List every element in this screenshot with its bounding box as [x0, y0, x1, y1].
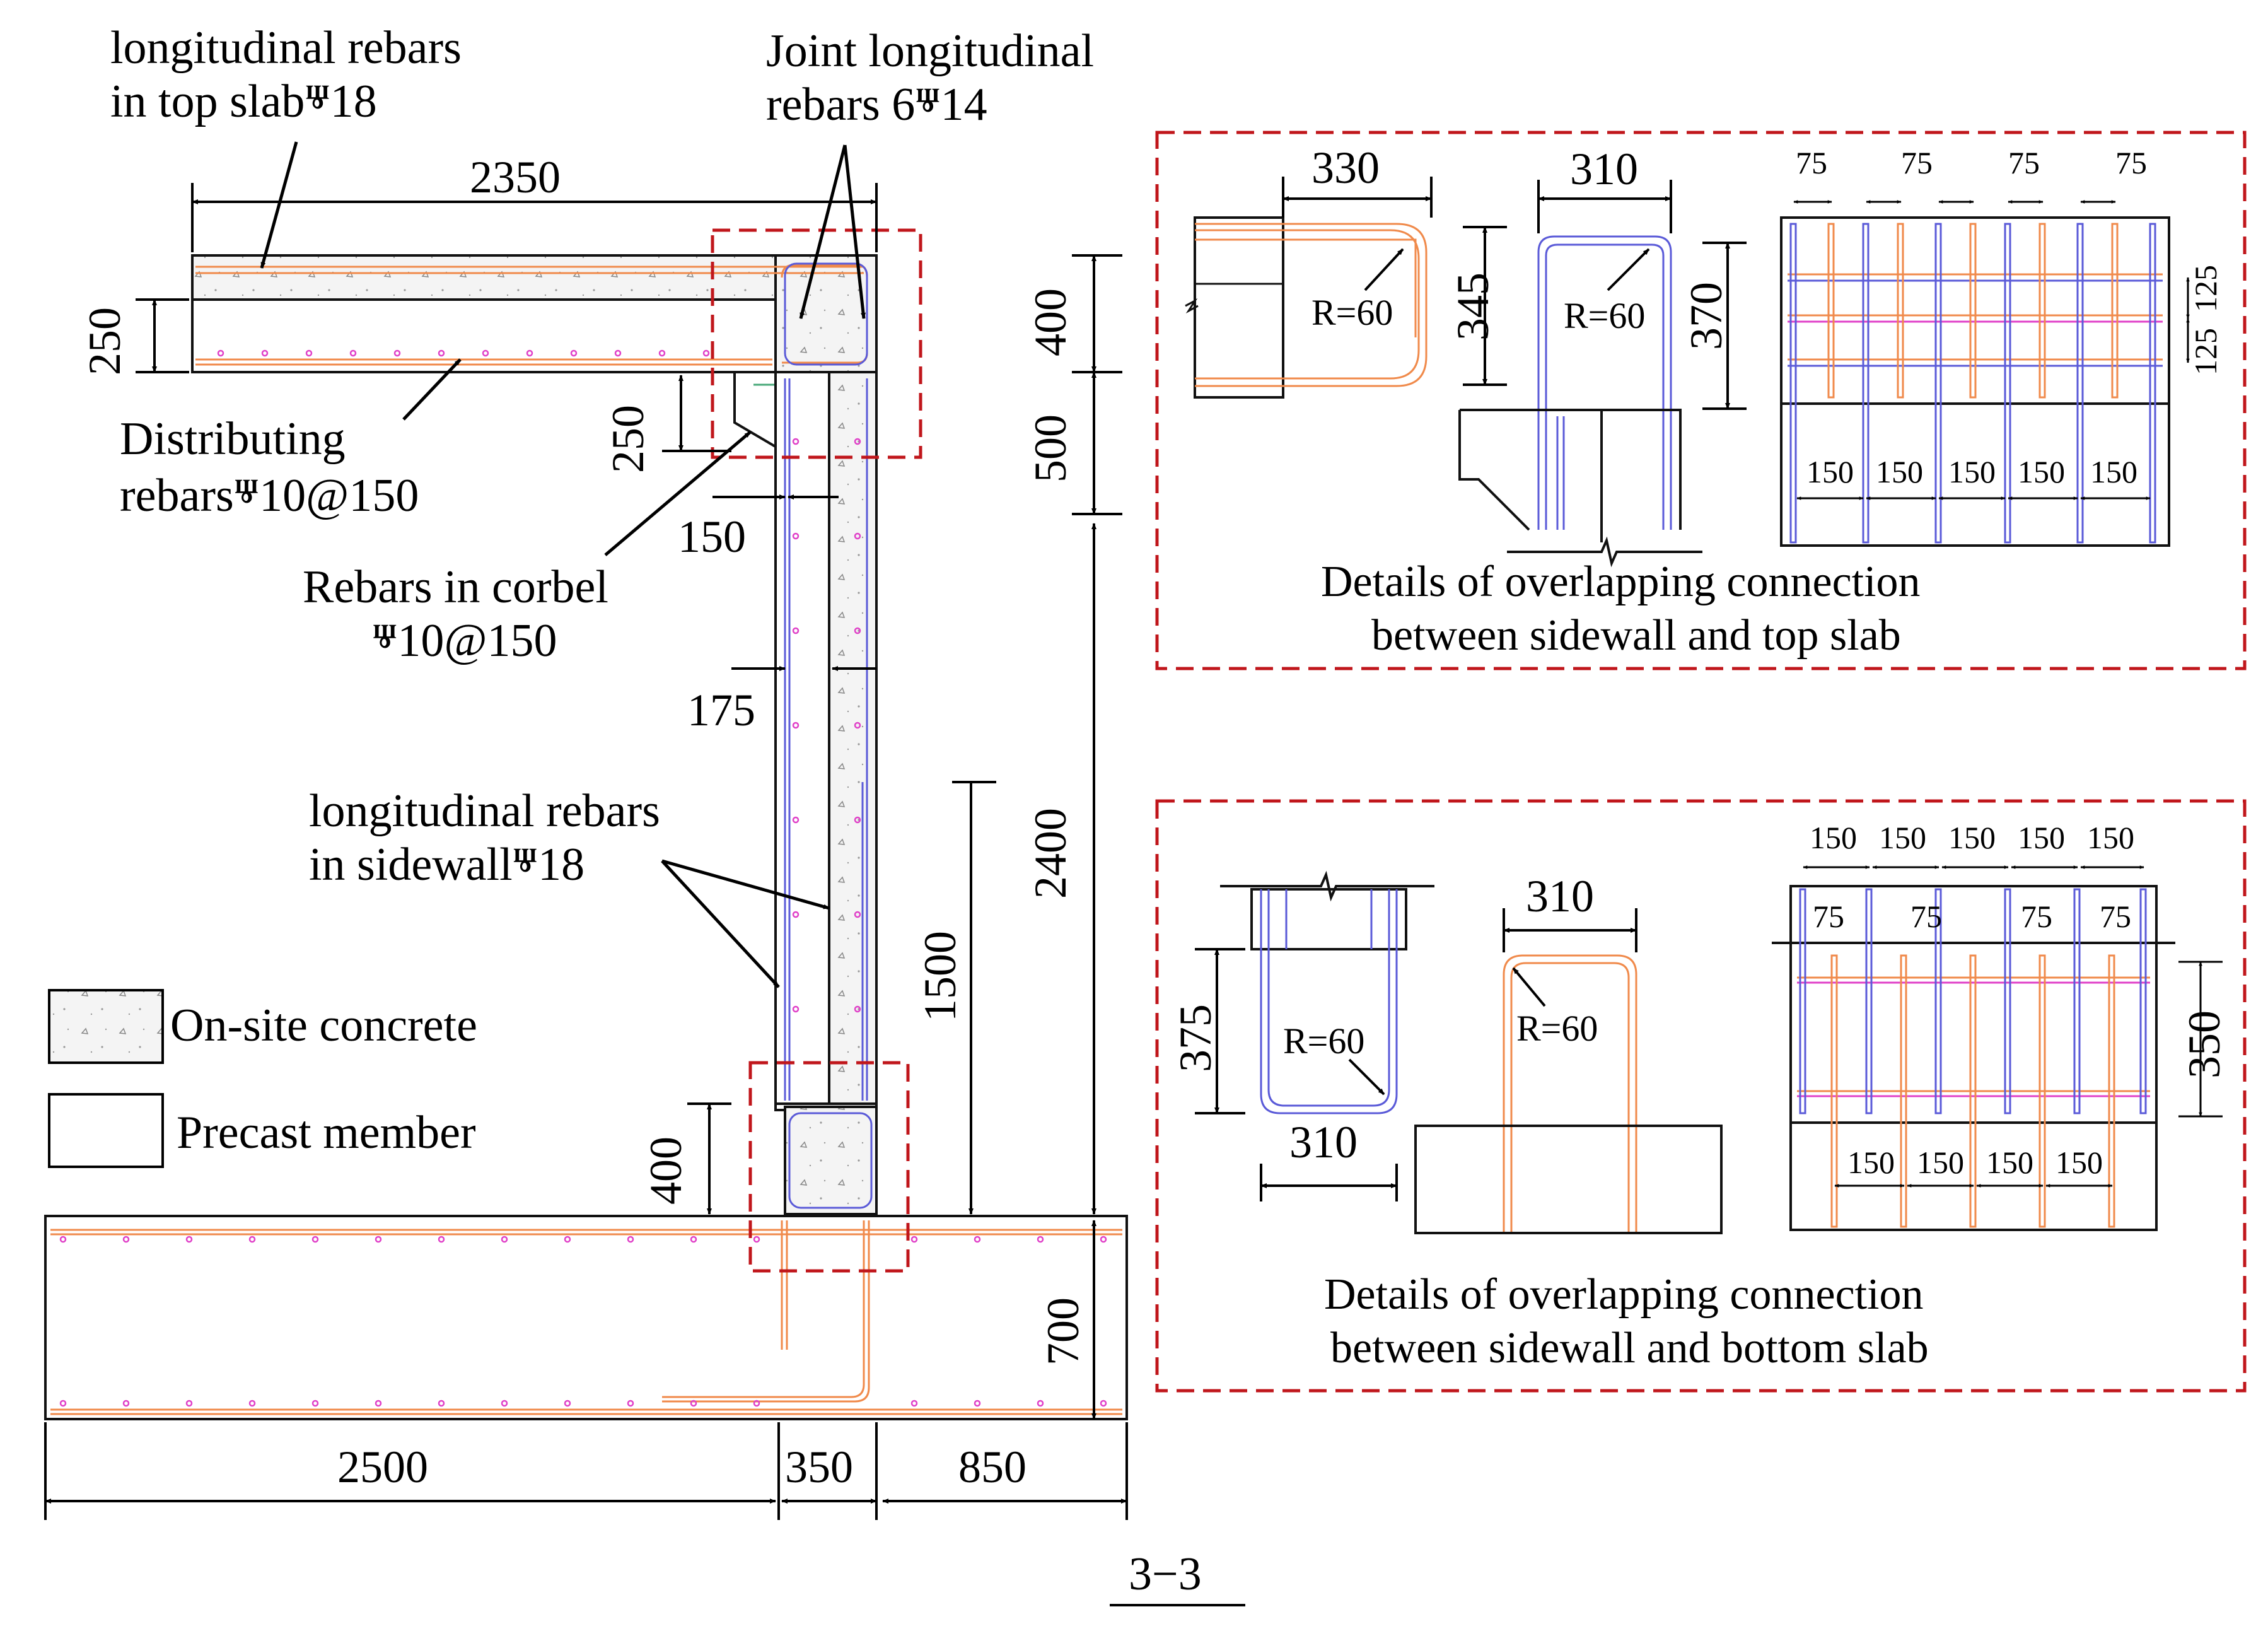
db-sp-top-1: 150 [1810, 820, 1857, 855]
dim-wall-inner: 175 [687, 685, 755, 735]
corbel-spec: ⱋ10@150 [372, 615, 557, 667]
dim-corbel-height: 250 [603, 405, 653, 473]
dim-base-thickness: 700 [1038, 1297, 1088, 1365]
distributing-label-1: Distributing [120, 413, 346, 465]
db-r60-2: R=60 [1516, 1008, 1598, 1049]
legend-onsite-swatch [48, 989, 164, 1064]
leaders [260, 141, 866, 988]
dim-base-left: 2500 [337, 1442, 428, 1492]
main-dim-texts: 2350 250 250 150 175 400 500 2400 1500 4… [79, 152, 1088, 1492]
db-sp-bot-2: 150 [1917, 1145, 1964, 1180]
detail-bottom-panel: 375 R=60 310 310 R=60 [1155, 799, 2247, 1393]
db-sp-bot-3: 150 [1986, 1145, 2033, 1180]
dim-joint-top: 400 [1025, 288, 1076, 356]
distribution-dots [59, 349, 1107, 1407]
dim-corbel-width: 150 [678, 512, 746, 562]
top-slab-onsite [191, 254, 777, 301]
dt-r60-2: R=60 [1564, 295, 1645, 336]
dim-top-width: 2350 [470, 152, 561, 202]
dt-dim-345: 345 [1448, 272, 1498, 341]
svg-text:in top slabⱋ18: in top slabⱋ18 [110, 76, 377, 127]
db-r60-1: R=60 [1283, 1020, 1364, 1061]
sidewall-rebar-label-1: longitudinal rebars [309, 785, 660, 837]
dt-sp-top-2: 75 [1901, 145, 1933, 180]
legend-precast-swatch [48, 1093, 164, 1168]
dt-dim-330: 330 [1311, 143, 1380, 193]
sidewall-rebar-spec: ⱋ18 [513, 839, 584, 891]
dim-wall-height: 2400 [1025, 808, 1076, 899]
detail-top-panel: 330 R=60 345 310 R=60 370 [1155, 131, 2247, 670]
bottom-joint [784, 1106, 878, 1215]
joint-frames [711, 228, 922, 1273]
detail-bottom-frame [1155, 799, 2247, 1393]
dt-sp-bot-2: 150 [1876, 454, 1923, 489]
db-sp-bot-1: 150 [1847, 1145, 1895, 1180]
dt-sp-top-1: 75 [1796, 145, 1827, 180]
sidewall-rebar-label-2: in sidewall [309, 839, 513, 891]
joint-rebar-spec: ⱋ14 [915, 79, 987, 131]
dt-sp-side-2: 125 [2188, 328, 2223, 375]
corbel-label-1: Rebars in corbel [303, 561, 608, 613]
dt-sp-top-4: 75 [2115, 145, 2147, 180]
detail-top-caption-1: Details of overlapping connection [1321, 558, 1921, 606]
section-label: 3−3 [1129, 1548, 1202, 1600]
top-slab-rebar-label-2: in top slab [110, 76, 305, 127]
main-rebars [50, 262, 1122, 1415]
dim-slab-thickness: 250 [79, 307, 130, 375]
svg-text:in sidewallⱋ18: in sidewallⱋ18 [309, 839, 584, 891]
dt-sp-bot-1: 150 [1806, 454, 1854, 489]
main-dimensions [44, 183, 1128, 1520]
dim-wall-top: 500 [1025, 414, 1076, 482]
dt-r60-1: R=60 [1311, 292, 1393, 333]
svg-text:rebars 6ⱋ14: rebars 6ⱋ14 [766, 79, 987, 131]
detail-top-frame [1155, 131, 2247, 670]
sidewall-onsite [828, 371, 878, 1105]
joint-rebar-label-1: Joint longitudinal [766, 25, 1094, 77]
db-dim-375: 375 [1170, 1004, 1221, 1072]
dt-sp-top-3: 75 [2008, 145, 2040, 180]
dim-base-mid: 350 [785, 1442, 853, 1492]
db-dim-310-b: 310 [1526, 871, 1594, 921]
main-labels: longitudinal rebars in top slabⱋ18 Joint… [110, 22, 1094, 891]
db-sp-top-5: 150 [2087, 820, 2134, 855]
base-slab [44, 1215, 1128, 1420]
db-sp-mid-1: 75 [1813, 899, 1844, 934]
dt-sp-bot-5: 150 [2090, 454, 2137, 489]
detail-bottom-caption-2: between sidewall and bottom slab [1330, 1324, 1929, 1372]
legend-precast-label: Precast member [177, 1107, 476, 1159]
db-sp-top-3: 150 [1948, 820, 1996, 855]
top-joint-frame [711, 228, 922, 459]
db-dim-310-a: 310 [1289, 1117, 1358, 1167]
distributing-label-2: rebars [120, 470, 234, 522]
dim-base-right: 850 [958, 1442, 1026, 1492]
db-sp-top-4: 150 [2018, 820, 2065, 855]
detail-bottom-caption-1: Details of overlapping connection [1324, 1270, 1924, 1319]
db-sp-top-2: 150 [1879, 820, 1926, 855]
dt-dim-370: 370 [1681, 282, 1731, 350]
db-dim-350: 350 [2179, 1010, 2230, 1079]
dt-sp-side-1: 125 [2188, 265, 2223, 312]
db-sp-mid-4: 75 [2100, 899, 2131, 934]
joint-rebar-label-2: rebars 6 [766, 79, 915, 131]
main-section [44, 254, 1128, 1420]
legend: On-site concrete Precast member [48, 989, 477, 1168]
distributing-spec: ⱋ10@150 [234, 470, 419, 522]
dim-wall-lap: 1500 [915, 931, 965, 1022]
db-sp-mid-3: 75 [2021, 899, 2052, 934]
top-slab-rebar-label-1: longitudinal rebars [110, 22, 462, 74]
dt-sp-bot-4: 150 [2018, 454, 2065, 489]
legend-onsite-label: On-site concrete [170, 1000, 477, 1051]
detail-top-caption-2: between sidewall and top slab [1371, 611, 1901, 660]
top-slab-rebar-spec: ⱋ18 [305, 76, 376, 127]
svg-text:rebarsⱋ10@150: rebarsⱋ10@150 [120, 470, 419, 522]
dt-dim-310: 310 [1570, 144, 1638, 194]
dim-joint-bottom: 400 [641, 1137, 691, 1205]
db-sp-bot-4: 150 [2056, 1145, 2103, 1180]
db-sp-mid-2: 75 [1910, 899, 1942, 934]
dt-sp-bot-3: 150 [1948, 454, 1996, 489]
section-label-group: 3−3 [1110, 1548, 1245, 1606]
